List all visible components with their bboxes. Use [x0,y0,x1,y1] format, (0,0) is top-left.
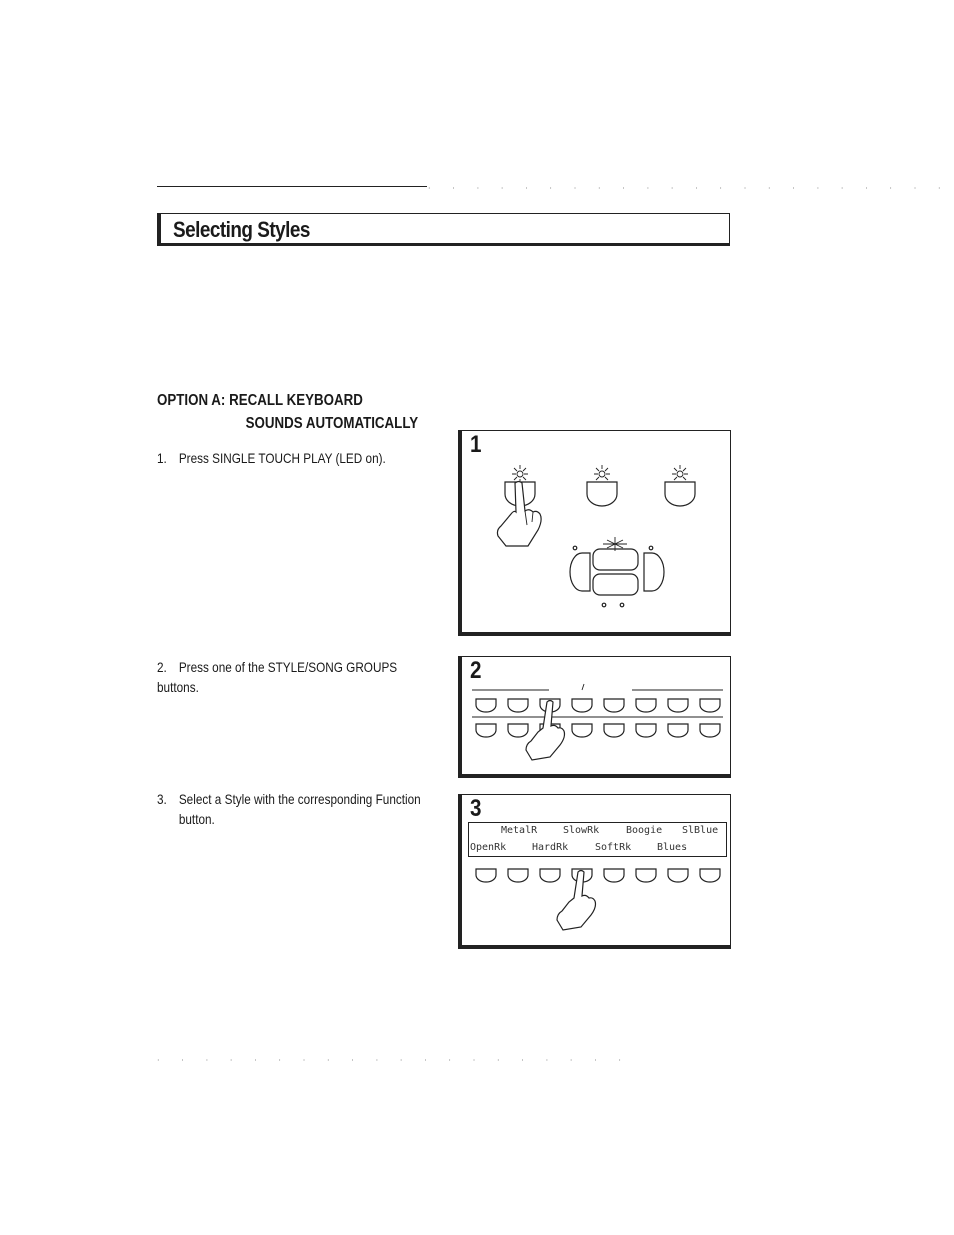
step-text: Press SINGLE TOUCH PLAY (LED on). [178,450,386,466]
led-button [586,465,618,507]
step-text: Select a Style with the corresponding Fu… [178,791,421,807]
lcd-style-name: MetalR [501,825,538,836]
step-text: Press one of the STYLE/SONG GROUPS butto… [157,659,398,695]
option-heading-line1: OPTION A: RECALL KEYBOARD [157,392,363,409]
lcd-style-name: SlBlue [682,825,719,836]
style-button-row-top [475,698,721,713]
step-number: 2. [157,659,167,675]
step-2: 2.Press one of the STYLE/SONG GROUPS but… [157,657,422,697]
header-dotted-rule: · · · · · · · · · · · · · · · · · · · · … [428,184,954,193]
lcd-style-name: OpenRk [470,842,507,853]
figure-3-illustration [475,868,721,931]
figure-3: 3 MetalR SlowRk Boogie SlBlue OpenRk Har… [458,794,731,949]
figure-2-illustration [472,683,723,761]
step-3: 3. Select a Style with the corresponding … [157,789,422,829]
hand-icon [525,699,566,761]
lcd-style-name: Blues [657,842,688,853]
led-button [664,465,696,507]
title-box: Selecting Styles [157,213,730,246]
page-title: Selecting Styles [173,217,310,242]
option-heading-line2: SOUNDS AUTOMATICALLY [245,415,419,432]
lcd-style-name: Boogie [626,825,663,836]
footer-dotted-rule: · · · · · · · · · · · · · · · · · · · · [157,1056,631,1065]
header-rule [157,186,427,187]
figure-number: 2 [470,657,482,684]
lcd-style-name: SoftRk [595,842,632,853]
step-text-continued: button. [178,811,215,827]
figure-1-illustration [496,465,696,608]
step-number: 1. [157,450,167,466]
lcd-display: MetalR SlowRk Boogie SlBlue OpenRk HardR… [468,822,727,857]
function-button-row [475,868,721,883]
hand-icon [556,869,597,931]
figure-1: 1 [458,430,731,636]
style-button-row-bottom [475,723,721,738]
figure-number: 3 [470,795,482,822]
step-number: 3. [157,791,167,807]
option-heading: OPTION A: RECALL KEYBOARD SOUNDS AUTOMAT… [157,389,418,435]
lcd-style-name: SlowRk [563,825,600,836]
cursor-pad [569,537,665,608]
step-1: 1. Press SINGLE TOUCH PLAY (LED on). [157,448,422,468]
lcd-style-name: HardRk [532,842,569,853]
figure-number: 1 [470,431,482,458]
figure-2: 2 [458,656,731,778]
